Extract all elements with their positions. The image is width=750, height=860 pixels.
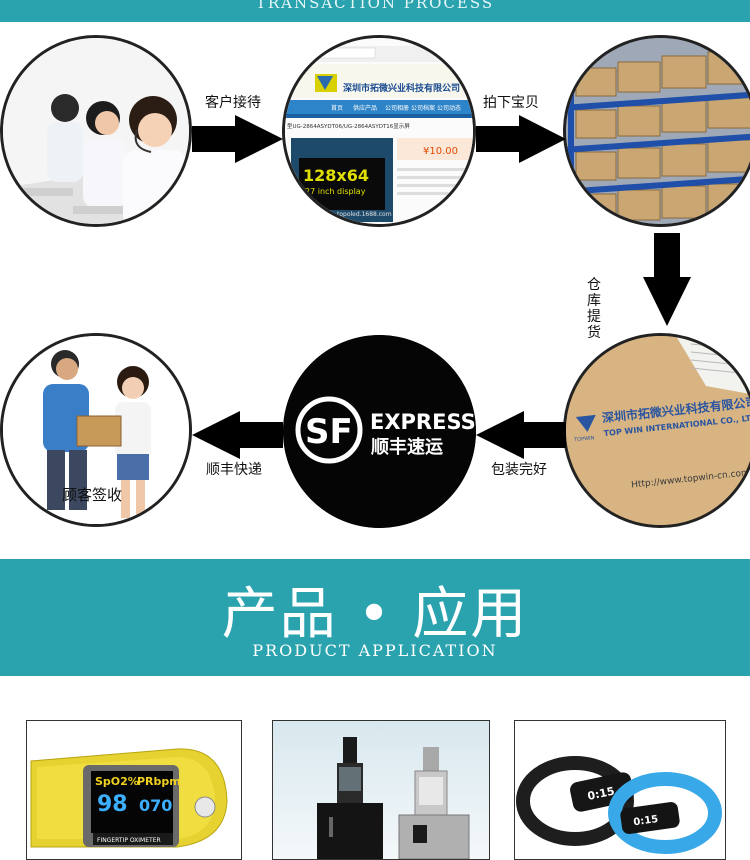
product-oximeter-frame: SpO2% PRbpm 98 070 FINGERTIP OXIMETER (26, 720, 242, 860)
sf-express-text: EXPRESS (370, 410, 476, 434)
arrow-left-1 (476, 411, 566, 459)
label-packed: 包装完好 (491, 462, 547, 478)
label-place-order: 拍下宝贝 (483, 95, 539, 111)
product-smartband-frame: 0:15 0:15 (514, 720, 726, 860)
sf-cn-text: 顺丰速运 (371, 436, 443, 458)
oximeter-pr-value: 070 (139, 796, 172, 815)
sf-logo-text: SF (305, 412, 353, 452)
label-customer-sign: 顾客签收 (62, 486, 123, 504)
nav-news: 公司动态 (437, 104, 461, 112)
product-ecig-frame (272, 720, 490, 860)
sf-express-logo: SF EXPRESS 顺丰速运 (283, 335, 476, 528)
arrow-left-2 (192, 411, 283, 459)
display-text-inch: 27 inch display (305, 187, 366, 196)
pick-char-3: 提 (587, 309, 601, 325)
label-sf-shipping: 顺丰快递 (206, 462, 262, 478)
customer-service-illustration (3, 38, 189, 224)
product-application-title: 产品 • 应用 (221, 582, 529, 647)
product-application-subtitle: PRODUCT APPLICATION (252, 641, 498, 660)
package-illustration: TOPWIN 深圳市拓微兴业科技有限公司 TOP WIN INTERNATION… (566, 336, 750, 525)
package-circle: TOPWIN 深圳市拓微兴业科技有限公司 TOP WIN INTERNATION… (563, 333, 750, 528)
oximeter-illustration: SpO2% PRbpm 98 070 FINGERTIP OXIMETER (27, 721, 241, 859)
site-watermark: topoled.1688.com (337, 211, 392, 218)
oximeter-pr-label: PRbpm (137, 775, 181, 788)
arrow-right-1 (192, 115, 283, 163)
ecig-illustration (273, 721, 489, 859)
online-store-illustration: 深圳市拓微兴业科技有限公司 首页 供应产品 公司相册 公司档案 公司动态 型UG… (285, 38, 473, 224)
oximeter-spo2-value: 98 (97, 792, 128, 817)
product-title-text: 型UG-2864ASYDT06/UG-2864ASYDT16显示屏 (287, 122, 410, 130)
smartband-illustration: 0:15 0:15 (515, 721, 725, 859)
sf-express-circle: SF EXPRESS 顺丰速运 (283, 335, 476, 528)
label-customer-service: 客户接待 (205, 95, 261, 111)
package-logo-text: TOPWIN (573, 435, 595, 443)
customer-sign-illustration (3, 336, 189, 524)
black-band-time: 0:15 (586, 785, 615, 803)
nav-products: 供应产品 (353, 104, 377, 112)
blue-band-time: 0:15 (633, 814, 659, 828)
online-store-circle: 深圳市拓微兴业科技有限公司 首页 供应产品 公司相册 公司档案 公司动态 型UG… (282, 35, 476, 227)
nav-profile: 公司档案 (411, 104, 435, 112)
display-text-128x64: 128x64 (303, 166, 369, 185)
company-name-text: 深圳市拓微兴业科技有限公司 (343, 82, 460, 94)
label-warehouse-pick: 仓 库 提 货 (586, 277, 602, 341)
pick-char-4: 货 (587, 325, 601, 341)
customer-sign-circle (0, 333, 192, 527)
product-application-band: 产品 • 应用 PRODUCT APPLICATION (0, 559, 750, 676)
pick-char-2: 库 (587, 293, 601, 309)
customer-service-circle (0, 35, 192, 227)
header-band: TRANSACTION PROCESS (0, 0, 750, 22)
flow-arrows (192, 115, 691, 459)
pick-char-1: 仓 (587, 277, 601, 293)
oximeter-name: FINGERTIP OXIMETER (97, 837, 161, 844)
arrow-down (643, 233, 691, 326)
nav-album: 公司相册 (385, 104, 409, 112)
price-text: ¥10.00 (423, 146, 458, 157)
nav-home: 首页 (331, 104, 343, 112)
oximeter-spo2-label: SpO2% (95, 775, 139, 788)
transaction-process-subtitle: TRANSACTION PROCESS (255, 0, 495, 12)
arrow-right-2 (476, 115, 566, 163)
